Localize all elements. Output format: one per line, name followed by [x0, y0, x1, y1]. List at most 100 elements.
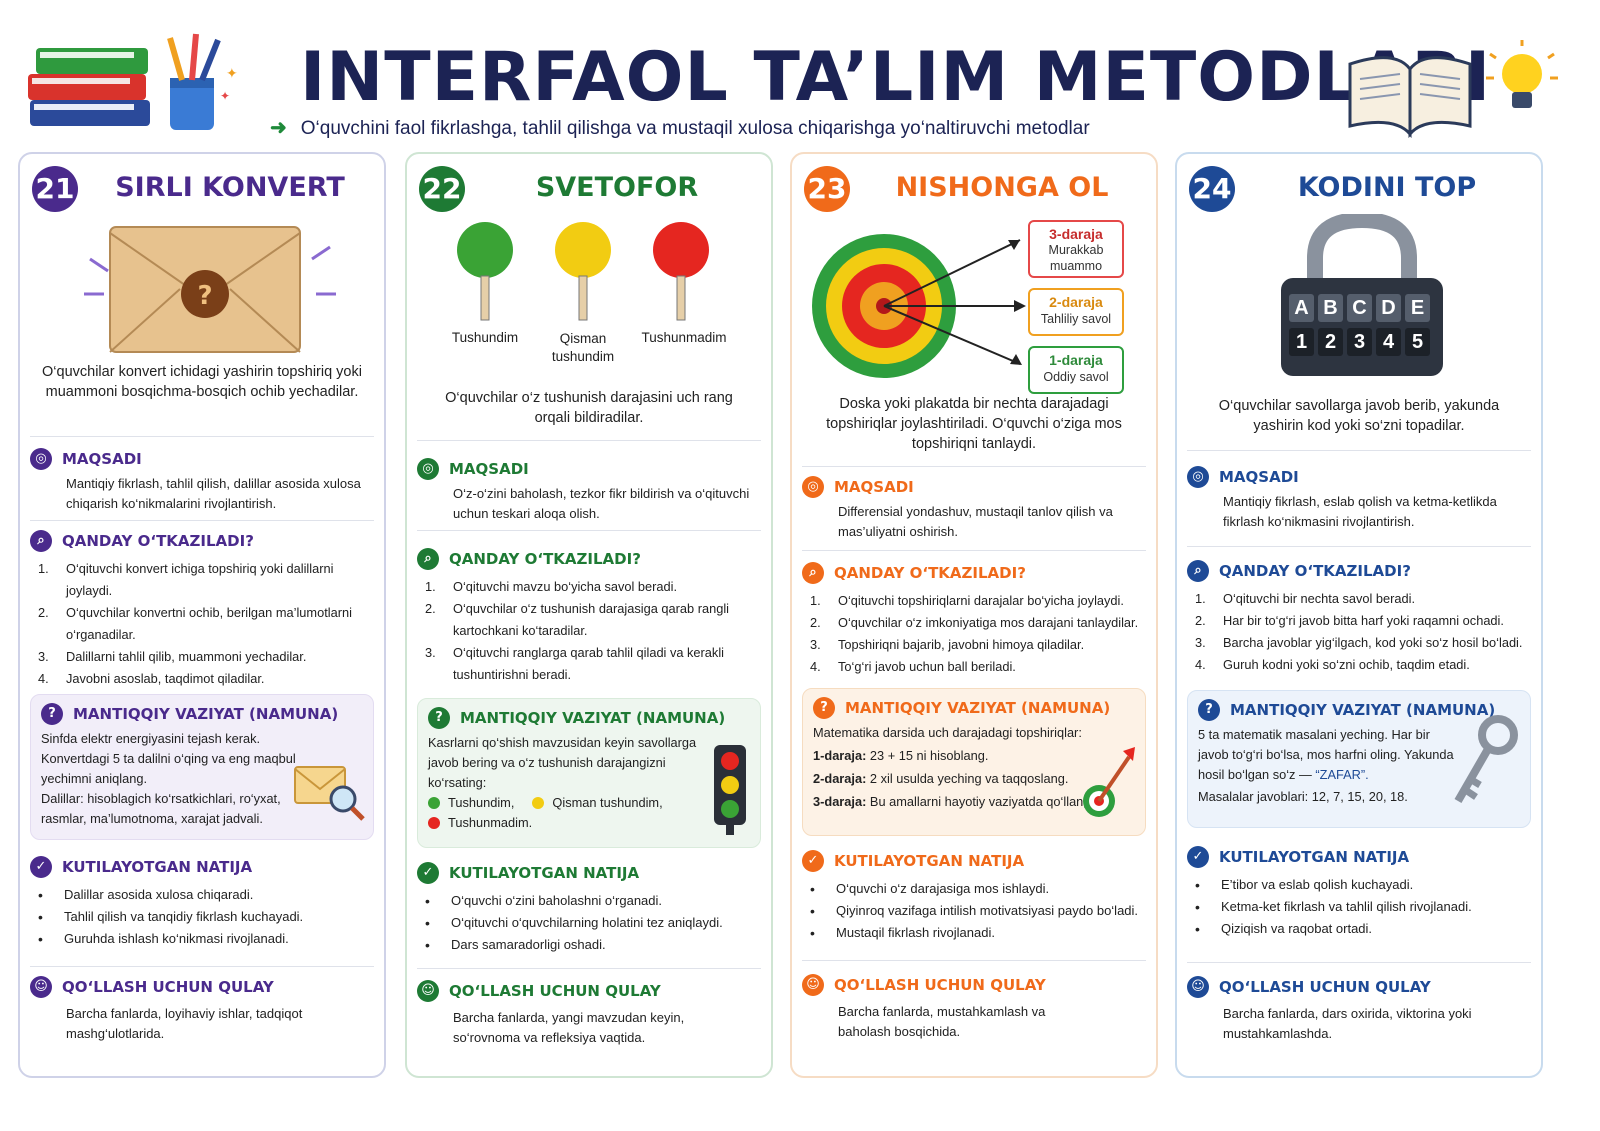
case-box: ?MANTIQQIY VAZIYAT (NAMUNA) Sinfda elekt… [30, 694, 374, 840]
how-heading: QANDAY O‘TKAZILADI? [449, 550, 641, 568]
usage-heading: QO‘LLASH UCHUN QULAY [834, 976, 1046, 994]
divider [30, 966, 374, 967]
goal-section: ◎ MAQSADI Differensial yondashuv, mustaqi… [802, 476, 1150, 542]
step-item: 2.Har bir to‘g‘ri javob bitta harf yoki … [1195, 613, 1504, 628]
light-label-yellow: Qisman tushundim [551, 331, 615, 364]
target-icon: ◎ [417, 458, 439, 480]
case-box: ?MANTIQQIY VAZIYAT (NAMUNA) Matematika d… [802, 688, 1146, 836]
card-number: 22 [419, 166, 465, 212]
users-icon: ☺ [802, 974, 824, 996]
case-option: Tushundim, [448, 795, 515, 810]
case-heading: MANTIQQIY VAZIYAT (NAMUNA) [845, 699, 1111, 717]
lock-letter-row: A B C D E [1289, 294, 1430, 322]
search-icon: ⌕ [30, 530, 52, 552]
check-icon: ✓ [417, 862, 439, 884]
result-section: ✓KUTILAYOTGAN NATIJA Dalillar asosida xu… [30, 856, 378, 950]
light-label-red: Tushunmadim [641, 330, 727, 345]
envelope-icon: ? [80, 219, 340, 359]
usage-section: ☺QO‘LLASH UCHUN QULAY Barcha fanlarda, m… [802, 974, 1150, 1042]
search-icon: ⌕ [1187, 560, 1209, 582]
goal-heading: MAQSADI [449, 460, 529, 478]
step-item: 2.O‘quvchilar o‘z tushunish darajasiga q… [425, 601, 730, 638]
search-icon: ⌕ [802, 562, 824, 584]
goal-heading: MAQSADI [834, 478, 914, 496]
step-item: 4.To‘g‘ri javob uchun ball beriladi. [810, 659, 1016, 674]
level-card-1: 1-daraja Oddiy savol [1028, 346, 1124, 394]
divider [417, 968, 761, 969]
dart-target-icon [1079, 745, 1139, 821]
page-title: INTERFAOL TA’LIM METODLARI [300, 38, 1492, 117]
card-description: O‘quvchilar konvert ichidagi yashirin to… [42, 364, 362, 400]
how-section: ⌕QANDAY O‘TKAZILADI? 1.O‘qituvchi mavzu … [417, 548, 765, 686]
case-heading: MANTIQQIY VAZIYAT (NAMUNA) [73, 705, 339, 723]
svg-text:?: ? [197, 281, 212, 311]
traffic-paddles [447, 216, 737, 326]
usage-text: Barcha fanlarda, dars oxirida, viktorina… [1223, 1006, 1472, 1041]
goal-text: Differensial yondashuv, mustaqil tanlov … [838, 504, 1113, 539]
question-icon: ? [428, 707, 450, 729]
target-icon: ◎ [1187, 466, 1209, 488]
goal-text: Mantiqiy fikrlash, eslab qolish va ketma… [1223, 494, 1497, 529]
lock-digit: 5 [1405, 328, 1430, 356]
step-item: 4.Javobni asoslab, taqdimot qiladilar. [38, 671, 265, 686]
result-heading: KUTILAYOTGAN NATIJA [1219, 848, 1410, 866]
green-dot-icon [428, 797, 440, 809]
usage-heading: QO‘LLASH UCHUN QULAY [1219, 978, 1431, 996]
target-icon: ◎ [802, 476, 824, 498]
result-item: O‘qituvchi o‘quvchilarning holatini tez … [425, 912, 765, 934]
step-item: 3.Topshiriqni bajarib, javobni himoya qi… [810, 637, 1085, 652]
target-board-icon [810, 216, 1040, 386]
page-header: ✦ ✦ INTERFAOL TA’LIM METODLARI ➜O‘quvchi… [0, 0, 1600, 150]
check-icon: ✓ [802, 850, 824, 872]
card-number: 23 [804, 166, 850, 212]
lock-letter: B [1318, 294, 1343, 322]
card-title: KODINI TOP [1297, 172, 1477, 203]
case-answers: Masalalar javoblari: 12, 7, 15, 20, 18. [1198, 789, 1408, 804]
how-section: ⌕QANDAY O‘TKAZILADI? 1.O‘qituvchi bir ne… [1187, 560, 1535, 676]
check-icon: ✓ [1187, 846, 1209, 868]
yellow-dot-icon [532, 797, 545, 809]
divider [1187, 546, 1531, 547]
envelope-magnifier-icon [291, 759, 367, 823]
divider [1187, 450, 1531, 451]
usage-text: Barcha fanlarda, yangi mavzudan keyin, s… [453, 1010, 685, 1045]
check-icon: ✓ [30, 856, 52, 878]
case-item: 2-daraja: 2 xil usulda yeching va taqqos… [813, 771, 1069, 786]
card-number: 24 [1189, 166, 1235, 212]
how-heading: QANDAY O‘TKAZILADI? [834, 564, 1026, 582]
search-icon: ⌕ [417, 548, 439, 570]
goal-text: Mantiqiy fikrlash, tahlil qilish, dalill… [66, 476, 361, 511]
result-item: O‘quvchi o‘z darajasiga mos ishlaydi. [810, 878, 1150, 900]
case-line: Dalillar: hisoblagich ko‘rsatkichlari, r… [41, 791, 281, 826]
usage-section: ☺QO‘LLASH UCHUN QULAY Barcha fanlarda, l… [30, 976, 378, 1044]
result-item: Guruhda ishlash ko‘nikmasi rivojlanadi. [38, 928, 378, 950]
result-item: E’tibor va eslab qolish kuchayadi. [1195, 874, 1535, 896]
step-item: 1.O‘qituvchi bir nechta savol beradi. [1195, 591, 1416, 606]
card-title: SIRLI KONVERT [115, 172, 345, 203]
result-heading: KUTILAYOTGAN NATIJA [834, 852, 1025, 870]
case-line: Konvertdagi 5 ta dalilni o‘qing va eng m… [41, 751, 296, 786]
divider [417, 440, 761, 441]
divider [1187, 962, 1531, 963]
case-text: Kasrlarni qo‘shish mavzusidan keyin savo… [428, 735, 697, 790]
result-item: Ketma-ket fikrlash va tahlil qilish rivo… [1195, 896, 1535, 918]
lock-digit: 4 [1376, 328, 1401, 356]
arrow-right-icon: ➜ [270, 117, 287, 139]
lock-letter: A [1289, 294, 1314, 322]
level-card-3: 3-daraja Murakkab muammo [1028, 220, 1124, 278]
users-icon: ☺ [1187, 976, 1209, 998]
result-item: Dars samaradorligi oshadi. [425, 934, 765, 956]
result-heading: KUTILAYOTGAN NATIJA [449, 864, 640, 882]
users-icon: ☺ [30, 976, 52, 998]
card-svetofor: 22 SVETOFOR Tushundim Qisman tushundim T… [405, 152, 773, 1078]
result-item: Qiyinroq vazifaga intilish motivatsiyasi… [810, 900, 1150, 922]
card-kodini-top: 24 KODINI TOP A B C D E 1 2 3 4 5 O‘quvc… [1175, 152, 1543, 1078]
case-option: Tushunmadim. [448, 815, 533, 830]
open-book-lightbulb-illustration [1340, 34, 1580, 144]
usage-section: ☺QO‘LLASH UCHUN QULAY Barcha fanlarda, y… [417, 980, 765, 1048]
usage-heading: QO‘LLASH UCHUN QULAY [62, 978, 274, 996]
step-item: 3.Dalillarni tahlil qilib, muammoni yech… [38, 649, 307, 664]
case-option: Qisman tushundim, [552, 795, 663, 810]
goal-heading: MAQSADI [1219, 468, 1299, 486]
card-description: Doska yoki plakatda bir nechta darajadag… [826, 396, 1122, 452]
